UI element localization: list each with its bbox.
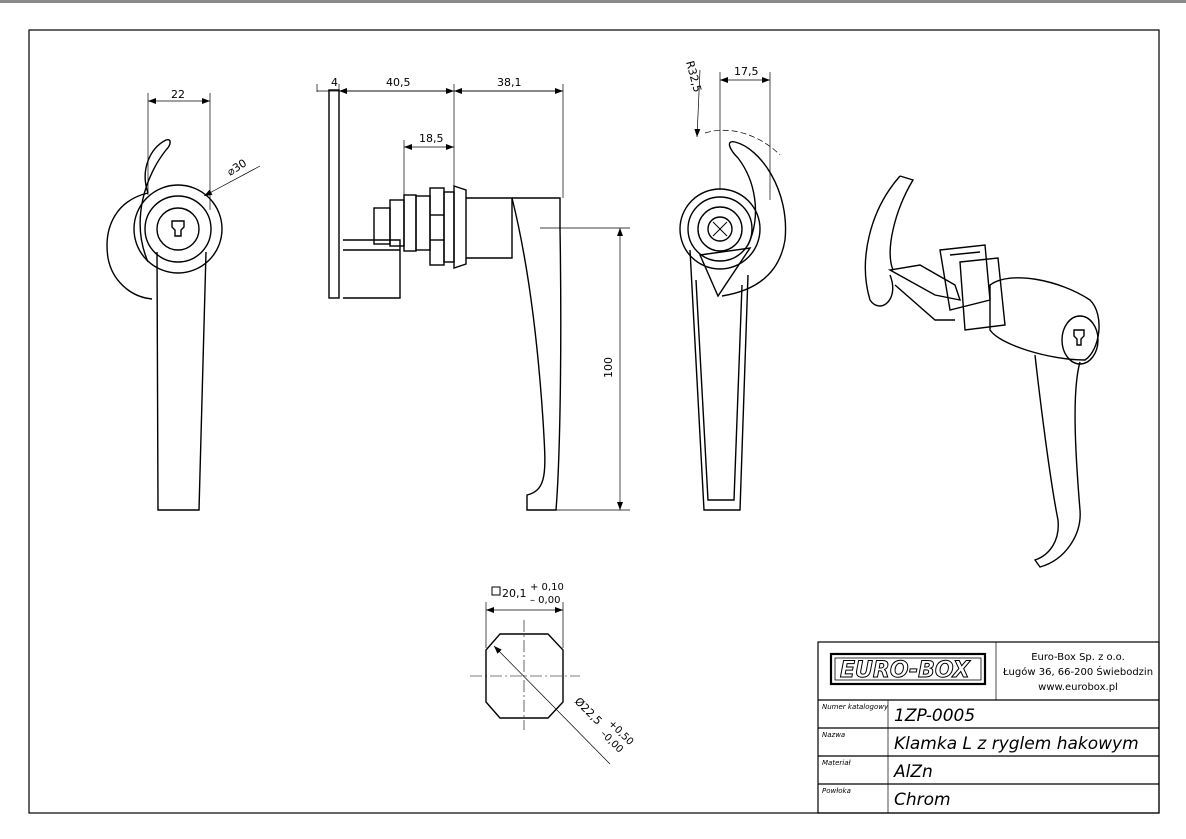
company-web: www.eurobox.pl — [1038, 682, 1118, 693]
panel-cutout-detail — [470, 586, 611, 765]
front-view — [106, 93, 261, 511]
label-catalog-number: Numer katalogowy — [822, 703, 889, 711]
dim-front-diameter: ⌀30 — [225, 157, 249, 179]
side-view — [316, 84, 630, 511]
value-coating: Chrom — [894, 790, 951, 810]
title-block — [817, 641, 1160, 814]
eurobox-logo: EURO-BOX — [829, 652, 987, 686]
dim-cutout-square-tol-minus: – 0,00 — [530, 595, 560, 606]
top-border-bar — [0, 0, 1186, 3]
dim-front-width: 22 — [171, 88, 185, 101]
dim-right-offset: 17,5 — [734, 65, 759, 78]
value-name: Klamka L z ryglem hakowym — [894, 734, 1139, 754]
dim-side-nut: 18,5 — [419, 132, 444, 145]
label-coating: Powłoka — [822, 787, 851, 795]
value-catalog-number: 1ZP-0005 — [894, 706, 975, 726]
company-name: Euro-Box Sp. z o.o. — [1031, 652, 1125, 663]
label-name: Nazwa — [822, 731, 845, 739]
right-view — [679, 69, 787, 511]
drawing-frame — [28, 29, 1160, 814]
dim-cutout-diameter: Ø22,5 — [572, 695, 605, 728]
dim-cutout-square-tol-plus: + 0,10 — [530, 582, 564, 593]
company-address: Ługów 36, 66-200 Świebodzin — [1002, 665, 1153, 678]
dim-side-body: 40,5 — [386, 76, 411, 89]
dim-right-radius: R32,5 — [683, 59, 704, 93]
dim-side-plate: 4 — [331, 76, 338, 89]
label-material: Materiał — [822, 759, 851, 767]
dim-cutout-square: 20,1 — [502, 587, 527, 600]
isometric-view — [864, 175, 1100, 568]
logo-text: EURO-BOX — [840, 658, 971, 683]
dim-side-height: 100 — [602, 357, 615, 378]
value-material: AlZn — [893, 762, 933, 782]
dim-side-handle: 38,1 — [497, 76, 522, 89]
